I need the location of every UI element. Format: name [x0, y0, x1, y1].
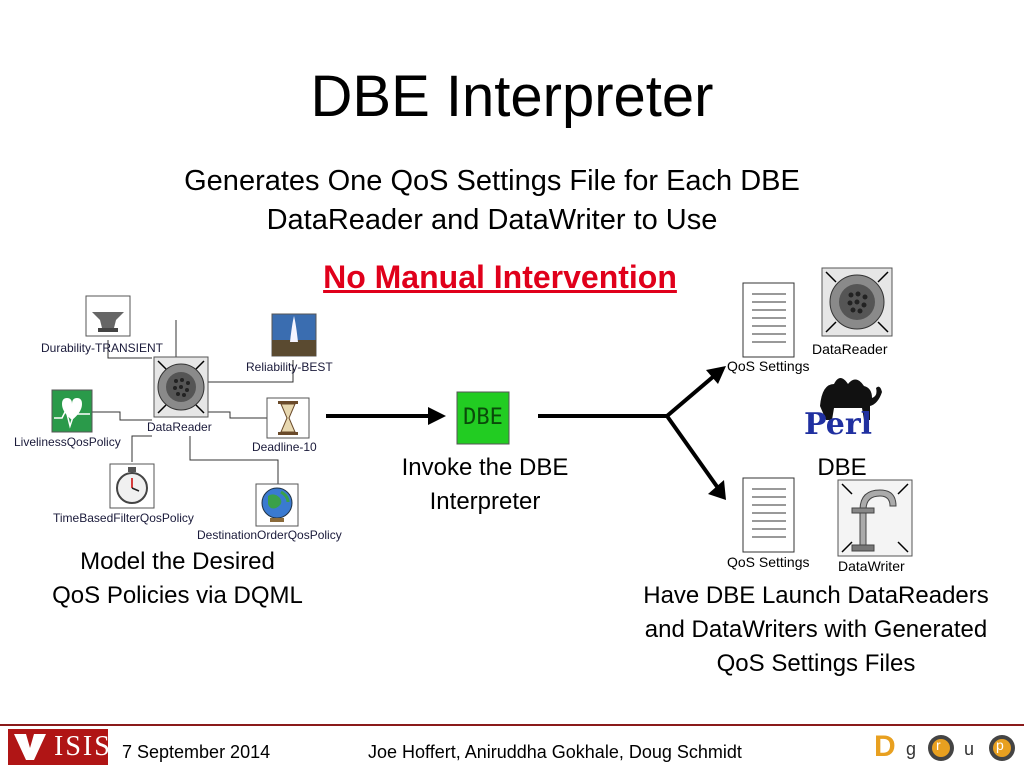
perl-logo-text: Perl — [804, 407, 873, 442]
datareader-output-label: DataReader — [812, 341, 888, 357]
doc-logo-g: g — [906, 739, 917, 759]
arrow-head-bottom — [708, 480, 726, 500]
durability-label: Durability-TRANSIENT — [41, 341, 164, 355]
output-caption: Have DBE Launch DataReaders and DataWrit… — [600, 579, 1024, 681]
model-caption-line-2: QoS Policies via DQML — [52, 582, 303, 609]
no-manual-intervention-heading: No Manual Intervention — [323, 259, 677, 295]
doc-logo-p: p — [996, 737, 1004, 753]
document-icon-bottom — [742, 477, 795, 553]
qos-settings-bottom-label: QoS Settings — [727, 554, 810, 570]
faucet-icon — [837, 479, 913, 557]
interpreter-caption: Invoke the DBE Interpreter — [370, 451, 600, 519]
model-connectors — [91, 320, 294, 484]
doc-logo-u: u — [964, 739, 975, 759]
connector-deadline — [208, 411, 268, 419]
stopwatch-icon — [109, 463, 155, 509]
slide-title: DBE Interpreter — [310, 64, 714, 129]
footer-date: 7 September 2014 — [122, 742, 271, 762]
doc-group-logo — [928, 735, 1015, 761]
reliability-label: Reliability-BEST — [246, 360, 333, 374]
document-icon-top — [742, 282, 795, 358]
branch-arrows — [538, 374, 720, 490]
arrow-head-top — [706, 366, 726, 384]
footer-rule — [0, 724, 1024, 726]
datareader-icon — [153, 356, 209, 418]
subtitle-line-1: Generates One QoS Settings File for Each… — [184, 165, 800, 197]
perl-camel-icon — [820, 378, 882, 420]
arrow-to-interpreter — [326, 407, 446, 425]
datareader-label: DataReader — [147, 420, 212, 434]
heart-monitor-icon — [51, 389, 93, 433]
connector-destination — [189, 436, 279, 484]
liveliness-label: LivelinessQosPolicy — [14, 435, 121, 449]
hourglass-icon — [266, 397, 310, 439]
slide-subtitle: Generates One QoS Settings File for Each… — [112, 162, 872, 240]
globe-icon — [255, 483, 299, 527]
datareader-output-icon — [821, 267, 893, 337]
connector-reliability — [208, 360, 294, 383]
dbe-interpreter-icon — [456, 391, 510, 445]
subtitle-line-2: DataReader and DataWriter to Use — [266, 204, 718, 236]
timebased-label: TimeBasedFilterQosPolicy — [53, 511, 194, 525]
footer-authors: Joe Hoffert, Aniruddha Gokhale, Doug Sch… — [368, 742, 742, 762]
datawriter-label: DataWriter — [838, 558, 905, 574]
isis-logo — [8, 729, 108, 765]
geyser-icon — [271, 313, 317, 357]
output-caption-line-1: Have DBE Launch DataReaders — [643, 582, 989, 609]
model-caption-line-1: Model the Desired — [80, 548, 275, 575]
interpreter-caption-line-2: Interpreter — [429, 488, 541, 515]
isis-logo-text: ISIS — [54, 731, 112, 762]
anvil-icon — [85, 295, 131, 337]
dbe-icon-text: DBE — [463, 405, 503, 430]
model-caption: Model the Desired QoS Policies via DQML — [20, 545, 335, 613]
connector-timebased — [131, 435, 152, 462]
connector-liveliness — [91, 411, 152, 421]
doc-logo-r: r — [936, 737, 941, 753]
output-caption-line-3: QoS Settings Files — [716, 650, 916, 677]
deadline-label: Deadline-10 — [252, 440, 317, 454]
destination-label: DestinationOrderQosPolicy — [197, 528, 342, 542]
interpreter-caption-line-1: Invoke the DBE — [401, 454, 569, 481]
output-caption-line-2: and DataWriters with Generated — [644, 616, 988, 643]
dbe-label: DBE — [817, 454, 867, 481]
doc-logo-d: D — [874, 730, 896, 763]
qos-settings-top-label: QoS Settings — [727, 358, 810, 374]
